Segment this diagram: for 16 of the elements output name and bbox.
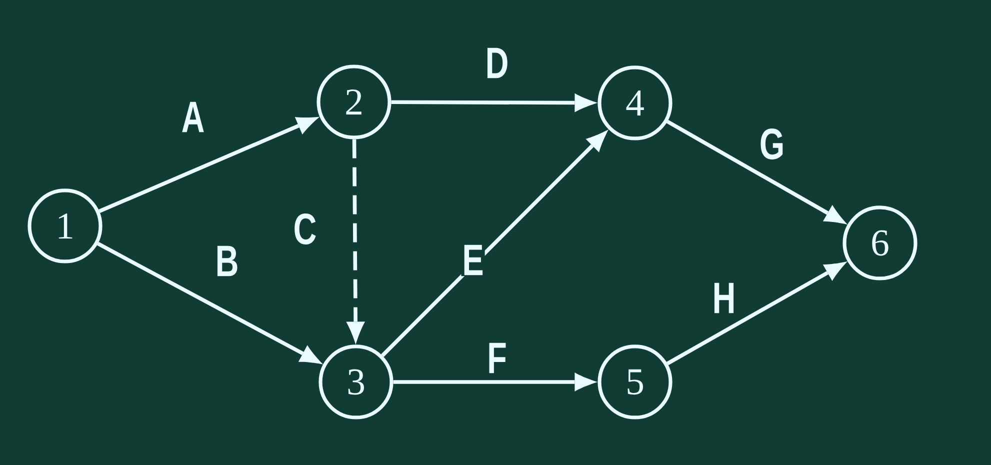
edge-label: B [214, 244, 240, 278]
arrow [666, 261, 848, 366]
arrow [96, 242, 324, 364]
arrow [666, 120, 848, 224]
edge-label: A [180, 100, 206, 134]
edge-label: D [484, 46, 510, 80]
arrow [381, 129, 609, 357]
edge-label: H [711, 282, 737, 314]
arrow [346, 139, 366, 345]
arrow [98, 116, 320, 214]
edge-label: E [461, 244, 485, 276]
arrow [391, 93, 598, 112]
edge-label: F [486, 342, 508, 374]
arrow [393, 372, 598, 392]
edge-label: C [292, 212, 318, 246]
edge-label: G [758, 127, 786, 160]
